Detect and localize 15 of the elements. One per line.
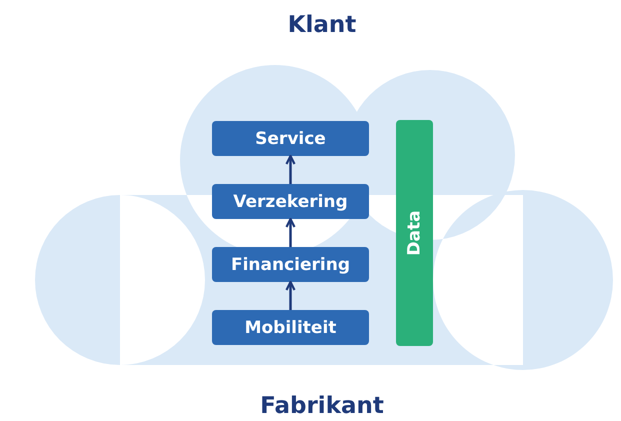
heading-label: Fabrikant [260,393,384,419]
process-box [212,184,369,219]
process-box [212,310,369,345]
arrow [285,154,296,184]
box-label: Service [255,128,326,148]
process-box [212,247,369,282]
box-label: Data [404,210,424,256]
box-label: Mobiliteit [244,318,336,338]
heading-label: Klant [288,12,356,38]
arrow [285,218,296,247]
box-label: Financiering [230,254,350,274]
process-box [212,121,369,156]
data-bar [396,120,433,346]
arrow [285,280,296,310]
box-label: Verzekering [233,192,348,212]
